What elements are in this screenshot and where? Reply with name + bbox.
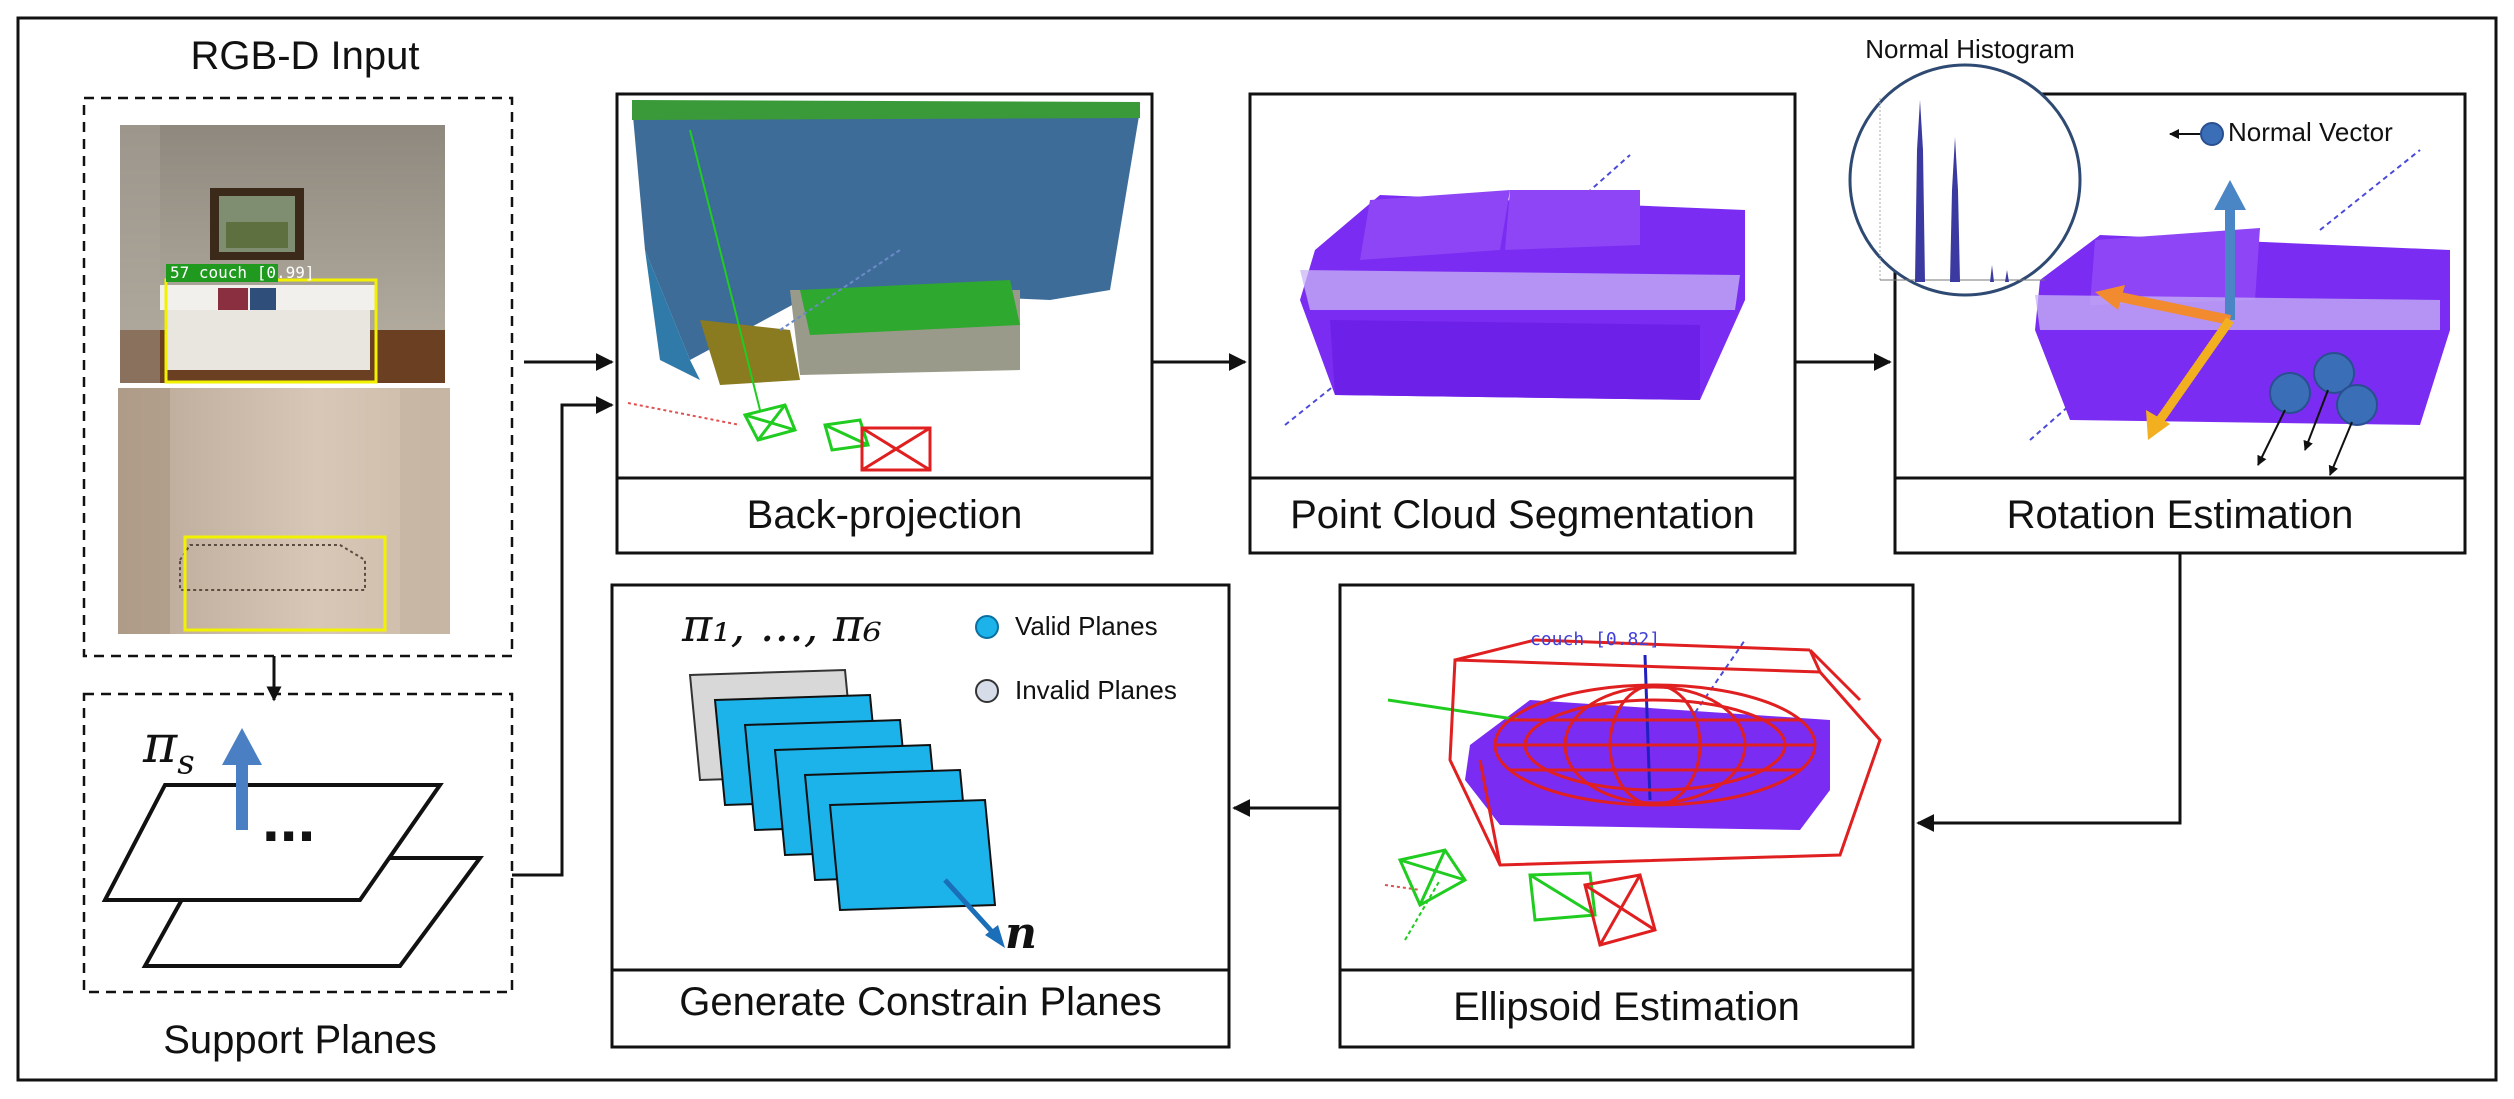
outer-frame — [16, 16, 2498, 1082]
valid-planes-label: Valid Planes — [1015, 611, 1158, 641]
plane-stack — [688, 668, 997, 912]
normal-vector-label: Normal Vector — [2228, 117, 2393, 147]
backprojection-point-cloud — [627, 100, 1140, 426]
depth-image — [118, 388, 450, 634]
rotation-axes-arrows — [2095, 180, 2246, 440]
rotation-label: Rotation Estimation — [2006, 493, 2354, 537]
segmentation-label: Point Cloud Segmentation — [1290, 493, 1755, 537]
ellipsoid-label: Ellipsoid Estimation — [1453, 985, 1800, 1029]
support-plane-normal-arrow — [222, 728, 262, 830]
rgb-detection-label: 57 couch [0.99] — [170, 263, 315, 282]
ellipsoid-wireframe — [1448, 638, 1882, 867]
normal-vector-legend-dot — [2200, 122, 2224, 146]
normal-vector-spheres — [2257, 352, 2378, 476]
rgb-image: 57 couch [0.99] — [120, 125, 445, 384]
depth-detection-box — [183, 535, 387, 632]
constrain-planes-label: Generate Constrain Planes — [679, 980, 1162, 1024]
planes-formula: π₁, ..., π₆ — [682, 598, 882, 652]
support-plane-symbol: πs — [143, 715, 195, 783]
plane-normal-arrow — [943, 878, 1005, 948]
plane-normal-symbol: n — [1005, 908, 1037, 959]
input-panel-title: RGB-D Input — [190, 34, 420, 78]
invalid-planes-label: Invalid Planes — [1015, 675, 1177, 705]
support-plane-shapes — [101, 783, 484, 968]
input-panel-frame — [82, 96, 514, 658]
ellipsoid-camera-frustums — [1397, 848, 1657, 947]
support-plane-ellipsis: ... — [262, 783, 316, 855]
segmentation-point-cloud — [1284, 154, 1745, 426]
invalid-planes-legend-dot — [975, 679, 999, 703]
normal-histogram-inset — [1848, 63, 2082, 297]
ellipsoid-detection-label: couch [0.82] — [1530, 629, 1660, 650]
support-planes-label: Support Planes — [163, 1018, 437, 1062]
support-planes-frame — [82, 692, 514, 994]
valid-planes-legend-dot — [975, 615, 999, 639]
normal-histogram-label: Normal Histogram — [1865, 34, 2075, 64]
backprojection-camera-frustums — [742, 403, 932, 472]
backprojection-label: Back-projection — [746, 493, 1023, 537]
